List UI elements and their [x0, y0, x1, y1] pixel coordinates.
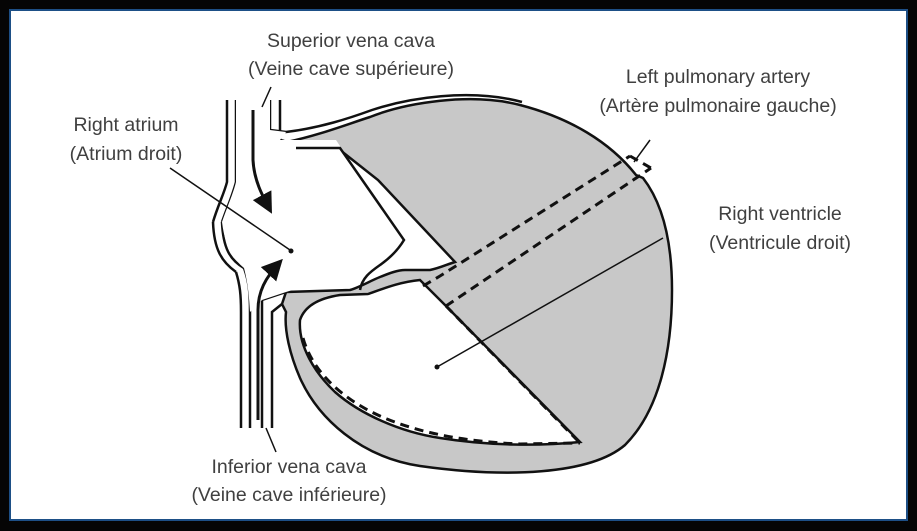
heart-tissue	[222, 95, 672, 472]
label-rv-fr: (Ventricule droit)	[709, 232, 851, 254]
label-rv-en: Right ventricle	[718, 203, 842, 225]
label-ivc-en: Inferior vena cava	[211, 456, 366, 478]
label-ra-en: Right atrium	[73, 114, 178, 136]
label-ra-fr: (Atrium droit)	[70, 143, 183, 165]
label-svc-en: Superior vena cava	[267, 30, 435, 52]
label-ivc-fr: (Veine cave inférieure)	[191, 484, 386, 506]
label-lpa-en: Left pulmonary artery	[626, 66, 811, 88]
label-lpa-fr: (Artère pulmonaire gauche)	[599, 95, 836, 117]
label-svc-fr: (Veine cave supérieure)	[248, 58, 454, 80]
